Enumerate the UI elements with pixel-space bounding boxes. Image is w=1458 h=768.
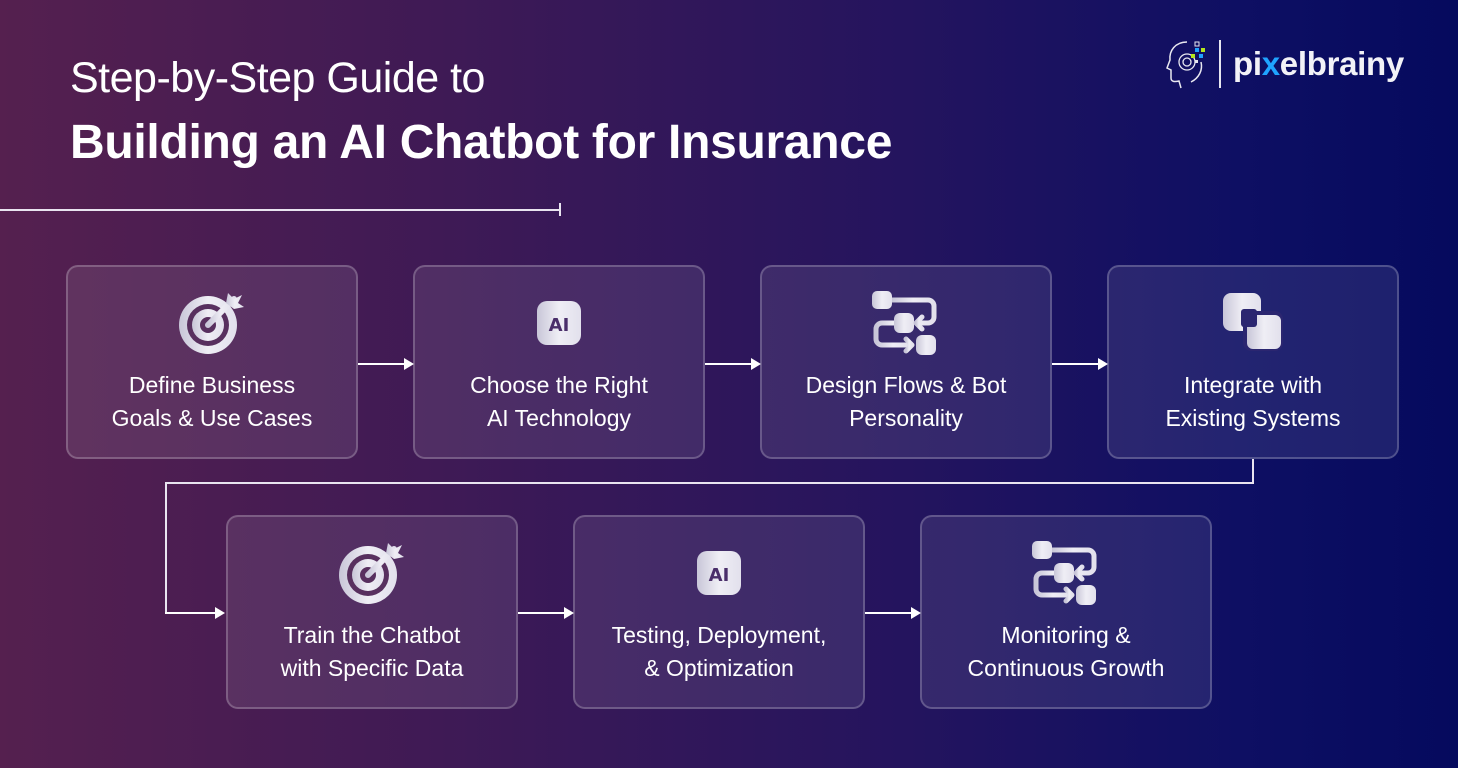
target-icon <box>336 539 408 607</box>
integration-icon <box>1217 289 1289 357</box>
step-card-7: Monitoring & Continuous Growth <box>920 515 1212 709</box>
step-card-1: Define Business Goals & Use Cases <box>66 265 358 459</box>
title-line-1: Step-by-Step Guide to <box>70 54 485 102</box>
connector-4-down <box>1252 459 1254 484</box>
step-label: Monitoring & Continuous Growth <box>967 622 1165 681</box>
logo-text-accent: x <box>1261 45 1280 82</box>
step-label: Integrate with Existing Systems <box>1165 372 1341 431</box>
step-label: Design Flows & Bot Personality <box>805 372 1007 431</box>
arrow-1-to-2 <box>358 358 414 370</box>
arrow-5-to-6 <box>518 607 574 619</box>
step-card-6: Testing, Deployment, & Optimization <box>573 515 865 709</box>
title-line-2: Building an AI Chatbot for Insurance <box>70 116 893 169</box>
brain-head-icon <box>1166 41 1205 89</box>
title-underline-tick <box>559 203 561 216</box>
logo-divider <box>1219 40 1221 88</box>
arrow-3-to-4 <box>1052 358 1108 370</box>
logo-text-part-2: elbrainy <box>1279 45 1404 82</box>
step-card-2: Choose the Right AI Technology <box>413 265 705 459</box>
step-label: Testing, Deployment, & Optimization <box>611 622 827 681</box>
step-label: Train the Chatbot with Specific Data <box>280 622 464 681</box>
step-card-3: Design Flows & Bot Personality <box>760 265 1052 459</box>
step-card-4: Integrate with Existing Systems <box>1107 265 1399 459</box>
ai-chip-icon <box>683 539 755 607</box>
logo-text-part-1: pi <box>1233 45 1262 82</box>
pixelbrainy-logo: pixelbrainy <box>1165 38 1404 90</box>
arrow-6-to-7 <box>865 607 921 619</box>
logo-text: pixelbrainy <box>1233 45 1404 83</box>
step-label: Choose the Right AI Technology <box>470 372 648 431</box>
step-label: Define Business Goals & Use Cases <box>111 372 313 431</box>
step-card-5: Train the Chatbot with Specific Data <box>226 515 518 709</box>
title-underline <box>0 209 560 211</box>
arrow-4-to-5 <box>165 607 225 619</box>
ai-chip-icon <box>523 289 595 357</box>
connector-4-across <box>165 482 1254 484</box>
target-icon <box>176 289 248 357</box>
arrow-2-to-3 <box>705 358 761 370</box>
connector-4-left-down <box>165 482 167 613</box>
flow-icon <box>870 289 942 357</box>
flow-icon <box>1030 539 1102 607</box>
